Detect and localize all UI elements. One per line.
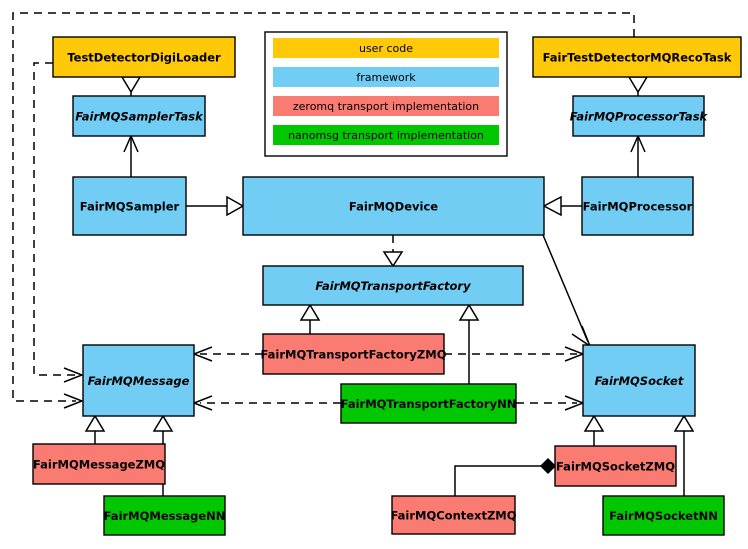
class-box-rect[interactable] <box>72 95 206 137</box>
arrowhead-samplertask-to-digiloader <box>120 76 142 94</box>
legend-label-nanomsg: nanomsg transport implementation <box>288 129 484 142</box>
legend-swatch-zeromq <box>273 96 499 116</box>
edge-device-to-socket <box>542 234 589 343</box>
class-box-FairMQContextZMQ[interactable]: FairMQContextZMQ <box>390 495 517 535</box>
class-box-rect[interactable] <box>262 265 524 306</box>
class-box-rect[interactable] <box>72 176 187 236</box>
class-box-rect[interactable] <box>340 383 517 424</box>
class-box-label: FairMQSocketZMQ <box>556 460 675 474</box>
legend-item-zeromq: zeromq transport implementation <box>273 96 499 116</box>
class-box-label: TestDetectorDigiLoader <box>67 51 221 65</box>
class-box-label: FairMQSamplerTask <box>75 110 204 124</box>
class-box-rect[interactable] <box>554 445 677 487</box>
edge-digiloader-to-message <box>33 62 76 376</box>
class-box-rect[interactable] <box>242 176 545 236</box>
legend-label-framework: framework <box>356 71 416 84</box>
class-box-rect[interactable] <box>391 495 516 535</box>
legend-swatch-user_code <box>273 38 499 58</box>
class-box-FairMQTransportFactory[interactable]: FairMQTransportFactory <box>262 265 524 306</box>
arrowhead-socketnn-to-socket <box>673 414 695 432</box>
class-box-FairMQTransportFactoryZMQ[interactable]: FairMQTransportFactoryZMQ <box>260 333 447 375</box>
class-box-FairMQSocketNN[interactable]: FairMQSocketNN <box>602 495 725 536</box>
class-box-rect[interactable] <box>582 344 696 417</box>
class-box-FairMQMessageZMQ[interactable]: FairMQMessageZMQ <box>32 443 166 485</box>
class-box-label: FairMQSocketNN <box>609 509 718 523</box>
arrowhead-digiloader-to-message <box>63 367 85 383</box>
class-box-rect[interactable] <box>103 495 226 536</box>
arrowhead-processor-to-device <box>542 195 562 217</box>
class-box-label: FairMQSampler <box>80 200 180 214</box>
class-box-label: FairMQMessage <box>88 374 190 388</box>
class-box-rect[interactable] <box>581 176 694 236</box>
arrowhead-recotask-to-message <box>63 393 85 409</box>
arrowhead-socketzmq-to-socket <box>583 414 605 432</box>
class-box-FairTestDetectorMQRecoTask[interactable]: FairTestDetectorMQRecoTask <box>532 36 742 78</box>
class-box-rect[interactable] <box>52 36 236 78</box>
node-layer: TestDetectorDigiLoaderFairMQSamplerTaskF… <box>32 36 742 536</box>
legend-item-framework: framework <box>273 67 499 87</box>
arrowhead-device-to-transportfactory <box>382 251 404 268</box>
edge-group-long-dependencies <box>12 12 635 411</box>
class-box-label: FairMQMessageZMQ <box>33 458 165 472</box>
arrowhead-factoryzmq-to-factory <box>299 303 321 321</box>
arrowhead-messagenn-to-message <box>152 414 174 432</box>
class-box-label: FairMQSocket <box>595 374 684 388</box>
class-box-rect[interactable] <box>262 333 445 375</box>
class-box-FairMQSamplerTask[interactable]: FairMQSamplerTask <box>72 95 206 137</box>
edge-contextzmq-to-socketzmq <box>454 465 541 496</box>
class-box-rect[interactable] <box>532 36 742 78</box>
legend-item-user_code: user code <box>273 38 499 58</box>
class-box-label: FairMQContextZMQ <box>390 509 516 523</box>
class-box-rect[interactable] <box>572 95 705 137</box>
class-box-label: FairMQTransportFactoryZMQ <box>260 348 446 362</box>
class-box-label: FairMQTransportFactory <box>315 279 471 293</box>
class-box-label: FairMQProcessor <box>583 200 693 214</box>
class-box-FairMQTransportFactoryNN[interactable]: FairMQTransportFactoryNN <box>340 383 517 424</box>
class-box-FairMQSocket[interactable]: FairMQSocket <box>582 344 696 417</box>
class-box-label: FairMQTransportFactoryNN <box>341 397 517 411</box>
legend-swatch-nanomsg <box>273 125 499 145</box>
class-box-FairMQSampler[interactable]: FairMQSampler <box>72 176 187 236</box>
arrowhead-processortask-to-recotask <box>627 76 649 94</box>
diamond-contextzmq-to-socketzmq <box>539 457 557 475</box>
class-box-label: FairTestDetectorMQRecoTask <box>543 51 732 65</box>
class-box-FairMQMessage[interactable]: FairMQMessage <box>82 344 195 417</box>
class-box-label: FairMQDevice <box>349 200 438 214</box>
class-box-FairMQSocketZMQ[interactable]: FairMQSocketZMQ <box>554 445 677 487</box>
class-box-FairMQProcessorTask[interactable]: FairMQProcessorTask <box>570 95 709 137</box>
class-box-FairMQDevice[interactable]: FairMQDevice <box>242 176 545 236</box>
class-box-FairMQProcessor[interactable]: FairMQProcessor <box>581 176 694 236</box>
arrowhead-messagezmq-to-message <box>84 414 106 432</box>
class-box-label: FairMQProcessorTask <box>570 110 709 124</box>
arrowhead-factorynn-to-factory <box>458 303 480 321</box>
class-box-rect[interactable] <box>32 443 166 485</box>
legend-swatch-framework <box>273 67 499 87</box>
legend-item-nanomsg: nanomsg transport implementation <box>273 125 499 145</box>
class-box-TestDetectorDigiLoader[interactable]: TestDetectorDigiLoader <box>52 36 236 78</box>
legend-label-zeromq: zeromq transport implementation <box>293 100 479 113</box>
arrowhead-device-to-socket <box>571 325 592 348</box>
class-box-label: FairMQMessageNN <box>104 509 226 523</box>
legend-label-user_code: user code <box>359 42 413 55</box>
edge-recotask-to-message <box>12 12 635 402</box>
class-box-rect[interactable] <box>602 495 725 536</box>
class-box-rect[interactable] <box>82 344 195 417</box>
legend-group: user code framework zeromq transport imple… <box>264 31 508 157</box>
class-box-FairMQMessageNN[interactable]: FairMQMessageNN <box>103 495 226 536</box>
arrowhead-sampler-to-device <box>226 195 245 217</box>
